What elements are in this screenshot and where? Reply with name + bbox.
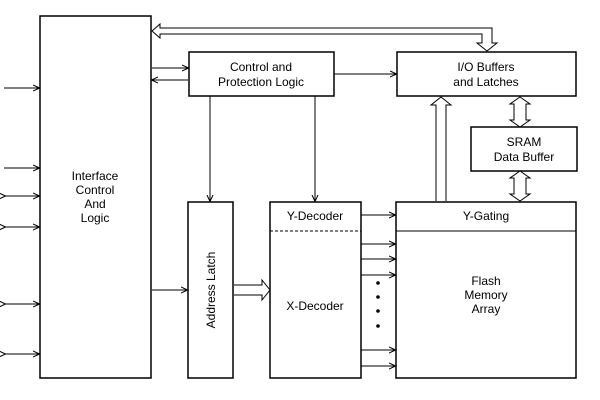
y-gating-label: Y-Gating [463,209,509,223]
x-decoder-label: X-Decoder [286,299,343,313]
interface-label-line-1: Interface [72,169,119,183]
ellipsis-dot [376,309,380,313]
control-label-line-1: Control and [230,60,292,74]
io-label-line-2: and Latches [453,75,518,89]
interface-label-line-3: And [84,197,105,211]
control-label-line-2: Protection Logic [218,75,304,89]
flash-label-line-1: Flash [471,274,500,288]
decoder-block: Y-Decoder X-Decoder [269,201,362,379]
address-latch-label: Address Latch [204,252,218,329]
address-latch-block: Address Latch [187,201,234,379]
io-label-line-1: I/O Buffers [457,60,514,74]
io-buffers-block: I/O Buffers and Latches [396,51,577,97]
sram-label-line-2: Data Buffer [494,150,554,164]
ygating-to-io-bus-arrow [429,96,453,201]
interface-io-data-bus-arrow [151,22,499,52]
y-decoder-label: Y-Decoder [287,209,343,223]
wordline-arrows [361,244,395,366]
sram-label-line-1: SRAM [507,135,542,149]
sram-flash-bus-arrow [508,170,532,202]
io-sram-bus-arrow [508,96,532,128]
interface-label-line-2: Control [76,183,115,197]
ellipsis-dot [376,281,380,285]
flash-label-line-3: Array [472,302,501,316]
address-to-decoder-bus-arrow [234,278,271,302]
ellipsis-dot [376,324,380,328]
interface-input-pins [4,88,39,354]
flash-array-block: Y-Gating Flash Memory Array [395,201,577,379]
ellipsis-dots [376,281,380,328]
flash-label-line-2: Memory [464,288,507,302]
interface-control-block: Interface Control And Logic [39,15,152,379]
sram-data-buffer-block: SRAM Data Buffer [470,126,578,172]
ellipsis-dot [376,295,380,299]
interface-label-line-4: Logic [81,211,110,225]
control-protection-block: Control and Protection Logic [188,51,335,97]
